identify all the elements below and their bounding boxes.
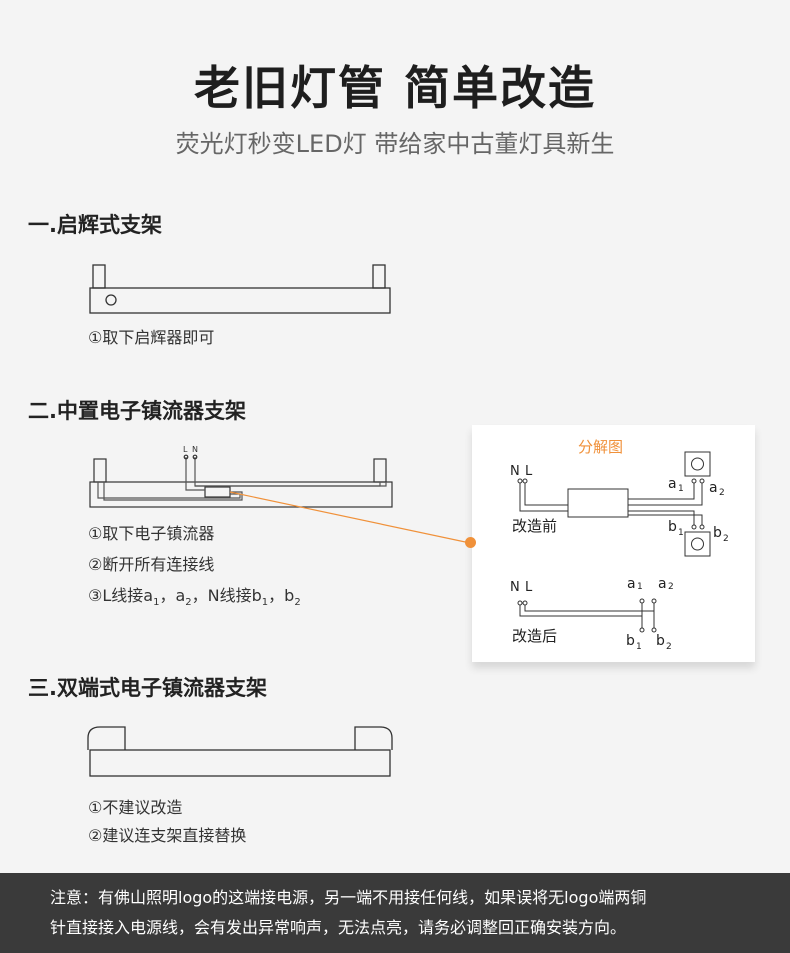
ballast-bracket [89, 454, 393, 508]
svg-text:N: N [510, 580, 520, 595]
svg-text:N: N [510, 464, 520, 479]
svg-text:a: a [627, 576, 636, 592]
step-text: ②断开所有连接线 [88, 555, 215, 574]
step-text: ②建议连支架直接替换 [88, 826, 247, 845]
svg-text:b: b [656, 633, 665, 649]
svg-text:L: L [525, 464, 533, 479]
ballast-box [204, 486, 231, 498]
section-heading-2: 二.中置电子镇流器支架 [28, 399, 246, 423]
svg-text:1: 1 [636, 642, 642, 652]
notice-line-2: 针直接接入电源线，会有发出异常响声，无法点亮，请务必调整回正确安装方向。 [50, 918, 627, 937]
svg-text:a: a [658, 576, 667, 592]
callout-line [229, 491, 471, 544]
svg-text:1: 1 [637, 582, 643, 592]
ballast-box [567, 488, 629, 518]
wire-label-N: N [192, 445, 198, 454]
svg-text:2: 2 [719, 488, 725, 498]
svg-text:1: 1 [678, 528, 684, 538]
before-label: 改造前 [512, 517, 557, 535]
notice-footer: 注意：有佛山照明logo的这端接电源，另一端不用接任何线，如果误将无logo端两… [0, 873, 790, 953]
svg-text:L: L [525, 580, 533, 595]
section-heading-3: 三.双端式电子镇流器支架 [28, 676, 267, 700]
socket-icon [684, 451, 711, 477]
after-label: 改造后 [512, 627, 557, 645]
svg-text:a: a [709, 480, 718, 496]
svg-text:2: 2 [668, 582, 674, 592]
svg-text:2: 2 [666, 642, 672, 652]
svg-text:a: a [668, 476, 677, 492]
notice-line-1: 注意：有佛山照明logo的这端接电源，另一端不用接任何线，如果误将无logo端两… [50, 888, 647, 907]
page-title: 老旧灯管 简单改造 [193, 61, 596, 115]
starter-icon [105, 294, 117, 306]
page-subtitle: 荧光灯秒变LED灯 带给家中古董灯具新生 [175, 130, 615, 158]
wire-label-L: L [183, 445, 188, 454]
socket-icon [684, 531, 711, 557]
step-text: ①取下启辉器即可 [88, 328, 215, 347]
starter-bracket [89, 264, 391, 314]
step-text: ①取下电子镇流器 [88, 524, 215, 543]
svg-text:b: b [668, 519, 677, 535]
svg-text:b: b [626, 633, 635, 649]
svg-text:b: b [713, 525, 722, 541]
svg-text:2: 2 [723, 534, 729, 544]
svg-text:1: 1 [678, 484, 684, 494]
step-text: ①不建议改造 [88, 798, 183, 817]
section-heading-1: 一.启辉式支架 [28, 213, 162, 237]
double-end-bracket [87, 726, 393, 777]
diagram-title: 分解图 [578, 438, 623, 456]
step-text: ③L线接a1，a2，N线接b1，b2 [88, 586, 301, 609]
callout-dot [465, 537, 476, 548]
